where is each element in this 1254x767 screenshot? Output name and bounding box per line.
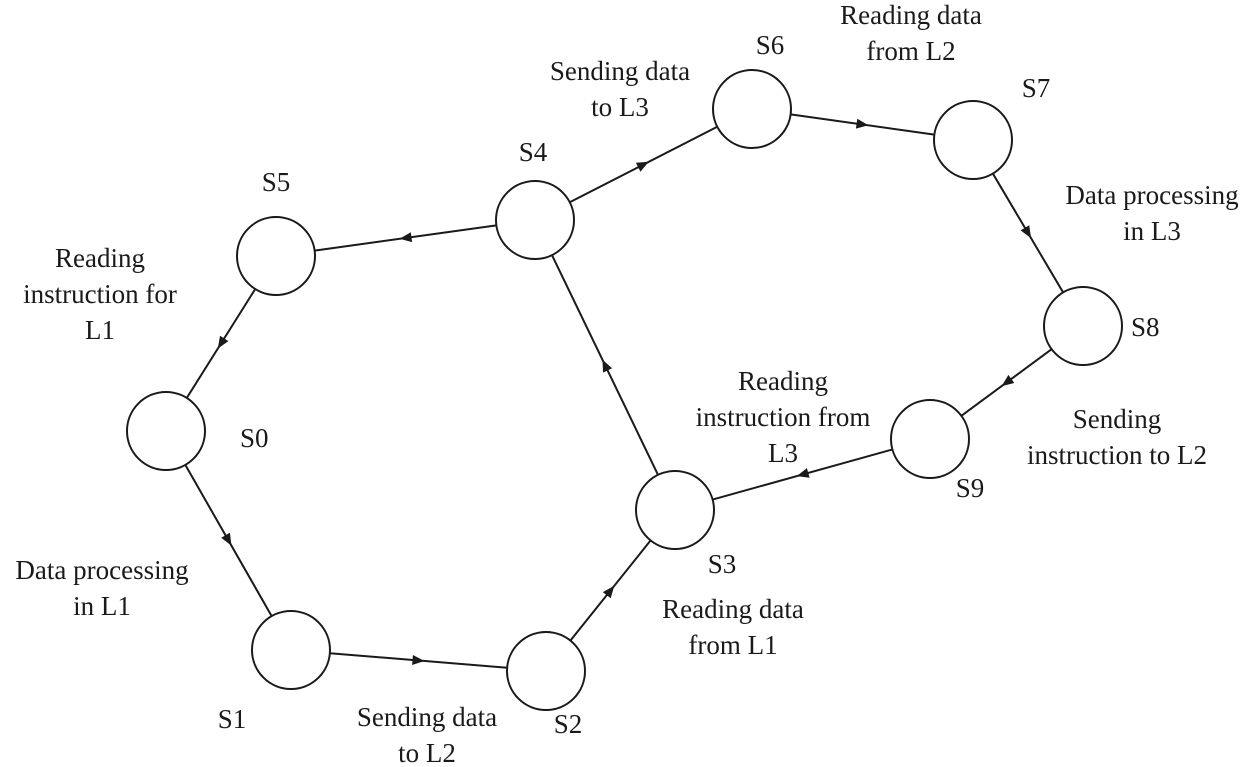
arrowhead-S4-S6 <box>635 161 649 172</box>
transition-label-line: Sending <box>1073 404 1162 434</box>
state-node-s8 <box>1043 286 1123 366</box>
arrowhead-S5-S0 <box>217 335 229 349</box>
transition-label-S0-S1: Data processing in L1 <box>15 555 188 621</box>
state-node-s6 <box>712 69 792 149</box>
state-label-s4: S4 <box>519 137 548 167</box>
transition-label-line: Reading data <box>662 594 804 624</box>
transition-label-line: Sending data <box>357 702 497 732</box>
state-node-s9 <box>890 399 970 479</box>
state-node-s4 <box>495 180 575 260</box>
transition-label-line: Sending data <box>550 56 690 86</box>
state-label-s8: S8 <box>1131 312 1160 342</box>
state-node-s1 <box>251 610 331 690</box>
arrowhead-S7-S8 <box>1020 225 1032 239</box>
state-label-s7: S7 <box>1022 73 1051 103</box>
transition-label-line: Reading <box>55 243 145 273</box>
state-node-s3 <box>635 470 715 550</box>
state-label-s1: S1 <box>218 704 247 734</box>
transition-edges <box>184 113 1065 669</box>
state-node-s0 <box>126 391 206 471</box>
transition-label-line: Reading <box>738 366 828 396</box>
transition-label-S2-S3: Reading data from L1 <box>662 594 804 660</box>
transition-label-line: to L3 <box>591 92 649 122</box>
transition-label-S4-S6: Sending data to L3 <box>550 56 690 122</box>
transition-label-line: Reading data <box>840 0 982 30</box>
arrowhead-S2-S3 <box>602 585 615 599</box>
transition-label-line: to L2 <box>398 738 456 767</box>
state-label-s0: S0 <box>240 423 269 453</box>
transition-label-line: Data processing <box>15 555 188 585</box>
transition-label-line: L3 <box>768 438 798 468</box>
transition-label-line: from L1 <box>688 630 777 660</box>
transition-label-line: instruction for <box>23 279 177 309</box>
transition-label-line: in L1 <box>73 591 131 621</box>
transition-label-line: instruction to L2 <box>1027 440 1207 470</box>
arrowhead-S6-S7 <box>855 118 869 129</box>
arrowhead-S3-S4 <box>602 359 613 373</box>
arrowhead-S4-S5 <box>399 232 413 243</box>
transition-label-line: from L2 <box>866 36 955 66</box>
arrowhead-S9-S3 <box>796 468 810 478</box>
state-label-s6: S6 <box>756 30 785 60</box>
state-label-s5: S5 <box>262 167 291 197</box>
state-nodes <box>126 69 1123 711</box>
transition-labels: Data processing in L1 Sending data to L2 Rea… <box>15 0 1238 767</box>
transition-label-line: Data processing <box>1065 180 1238 210</box>
state-label-s3: S3 <box>708 549 737 579</box>
state-node-s7 <box>933 100 1013 180</box>
arrowhead-S1-S2 <box>412 655 425 665</box>
transition-label-line: instruction from <box>696 402 871 432</box>
arrowhead-S8-S9 <box>1001 374 1015 387</box>
transition-label-S8-S9: Sending instruction to L2 <box>1027 404 1207 470</box>
state-node-s2 <box>506 631 586 711</box>
transition-label-S7-S8: Data processing in L3 <box>1065 180 1238 246</box>
transition-label-line: L1 <box>85 315 115 345</box>
transition-label-S6-S7: Reading data from L2 <box>840 0 982 66</box>
state-node-s5 <box>236 216 316 296</box>
transition-label-S1-S2: Sending data to L2 <box>357 702 497 767</box>
arrowhead-S0-S1 <box>221 532 232 546</box>
transition-label-line: in L3 <box>1123 216 1181 246</box>
state-label-s9: S9 <box>956 473 985 503</box>
state-label-s2: S2 <box>554 709 583 739</box>
